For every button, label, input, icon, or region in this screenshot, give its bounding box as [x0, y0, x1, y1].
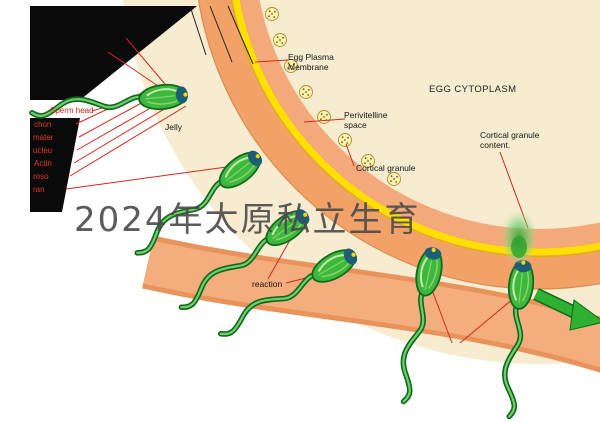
egg-cytoplasm-label: EGG CYTOPLASM [429, 84, 517, 95]
direction-arrow [533, 288, 600, 331]
membrane-outline [231, 0, 600, 257]
reaction-label: reaction [252, 279, 283, 289]
egg-layers [122, 0, 600, 364]
cortical-granule [338, 133, 352, 147]
egg-cytoplasm-layer [259, 0, 600, 229]
egg-plasma-membrane-arc [232, 0, 600, 256]
cortical-granule [317, 110, 331, 124]
black-pointer-lines [189, 5, 254, 65]
cortical-granule-label: Cortical granule [356, 163, 416, 173]
cortical-granule [265, 7, 279, 21]
top-left-panel [30, 6, 197, 100]
cortical-granule [387, 172, 401, 186]
cortical-granule-content-label: Cortical granule content. [480, 130, 540, 151]
sperm-head-label: Sperm head [50, 106, 94, 115]
cropped-label-fragment: ucleu [33, 146, 53, 155]
cortical-granule [299, 85, 313, 99]
cropped-label-fragment: roso [33, 172, 49, 181]
cropped-label-fragment: ran [33, 185, 45, 194]
granule-content-core [511, 236, 527, 258]
perivitelline-space-label: Perivitelline space [344, 110, 388, 131]
left-panel [30, 118, 80, 212]
sperm-cells [30, 82, 536, 417]
jelly-label: Jelly [165, 122, 183, 132]
cropped-label-fragment: mater [33, 133, 54, 142]
watermark-text: 2024年太原私立生育 [74, 200, 421, 240]
cropped-label-fragment: Actin [34, 159, 52, 168]
cropped-label-panels [30, 6, 197, 212]
egg-plasma-membrane-label: Egg Plasma Membrane [288, 52, 334, 73]
cropped-label-fragment: chon [34, 120, 52, 129]
cortical-granule [273, 33, 287, 47]
